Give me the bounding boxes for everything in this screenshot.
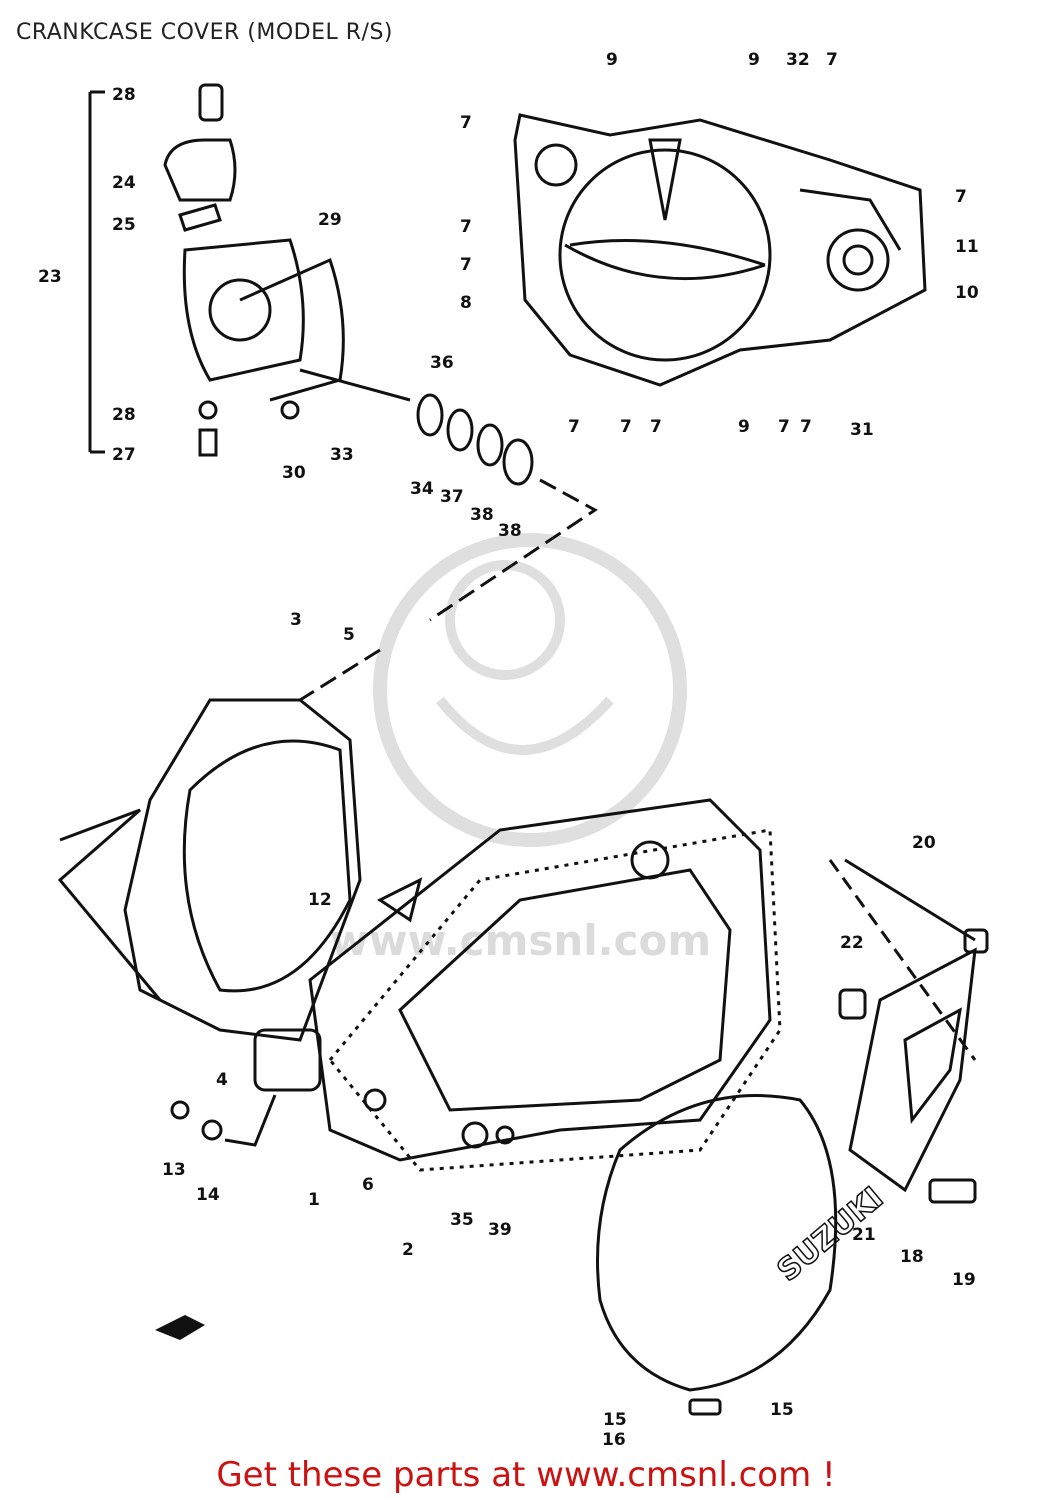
part-callout-38: 38: [470, 505, 494, 525]
part-callout-33: 33: [330, 445, 354, 465]
part-callout-25: 25: [112, 215, 136, 235]
side-parts: [828, 858, 989, 1204]
part-callout-5: 5: [343, 625, 355, 645]
part-callout-9: 9: [606, 50, 618, 70]
part-callout-3: 3: [290, 610, 302, 630]
part-callout-35: 35: [450, 1210, 474, 1230]
part-callout-19: 19: [952, 1270, 976, 1290]
part-callout-21: 21: [852, 1225, 876, 1245]
part-callout-29: 29: [318, 210, 342, 230]
orientation-arrow-icon: [155, 1315, 205, 1340]
part-callout-7: 7: [460, 113, 472, 133]
part-callout-7: 7: [568, 417, 580, 437]
part-callout-16: 16: [602, 1430, 626, 1450]
part-callout-7: 7: [800, 417, 812, 437]
part-callout-28: 28: [112, 405, 136, 425]
part-callout-7: 7: [460, 217, 472, 237]
part-callout-7: 7: [460, 255, 472, 275]
part-callout-7: 7: [826, 50, 838, 70]
part-callout-9: 9: [738, 417, 750, 437]
part-callout-30: 30: [282, 463, 306, 483]
cover-inner-view: [513, 113, 927, 387]
part-callout-7: 7: [955, 187, 967, 207]
part-callout-22: 22: [840, 933, 864, 953]
part-callout-36: 36: [430, 353, 454, 373]
generator-cover: SUZUKI: [596, 1094, 891, 1416]
part-callout-27: 27: [112, 445, 136, 465]
part-callout-15: 15: [770, 1400, 794, 1420]
clutch-cover: [57, 698, 423, 1092]
part-callout-37: 37: [440, 487, 464, 507]
page-title: CRANKCASE COVER (MODEL R/S): [16, 20, 393, 45]
part-callout-7: 7: [778, 417, 790, 437]
part-callout-24: 24: [112, 173, 136, 193]
watermark-text: www.cmsnl.com: [330, 916, 711, 965]
parts-diagram: www.cmsnl.com: [38, 50, 989, 1450]
part-callout-8: 8: [460, 293, 472, 313]
part-callout-2: 2: [402, 1240, 414, 1260]
part-callout-11: 11: [955, 237, 979, 257]
part-callout-32: 32: [786, 50, 810, 70]
part-callout-28: 28: [112, 85, 136, 105]
part-callout-31: 31: [850, 420, 874, 440]
crankcase-cover: [170, 798, 782, 1172]
part-callout-23: 23: [38, 267, 62, 287]
part-callout-38: 38: [498, 521, 522, 541]
part-callout-14: 14: [196, 1185, 220, 1205]
part-callout-15: 15: [603, 1410, 627, 1430]
part-callout-34: 34: [410, 479, 434, 499]
part-callout-6: 6: [362, 1175, 374, 1195]
footer-parts-link[interactable]: Get these parts at www.cmsnl.com !: [216, 1455, 836, 1495]
part-callout-18: 18: [900, 1247, 924, 1267]
water-pump-assembly: [88, 83, 598, 702]
part-callout-10: 10: [955, 283, 979, 303]
part-callout-7: 7: [620, 417, 632, 437]
part-callout-4: 4: [216, 1070, 228, 1090]
watermark-logo: www.cmsnl.com: [330, 533, 711, 965]
part-callout-39: 39: [488, 1220, 512, 1240]
part-callout-7: 7: [650, 417, 662, 437]
part-callout-13: 13: [162, 1160, 186, 1180]
part-callout-9: 9: [748, 50, 760, 70]
part-callout-12: 12: [308, 890, 332, 910]
part-callout-20: 20: [912, 833, 936, 853]
part-callout-1: 1: [308, 1190, 320, 1210]
